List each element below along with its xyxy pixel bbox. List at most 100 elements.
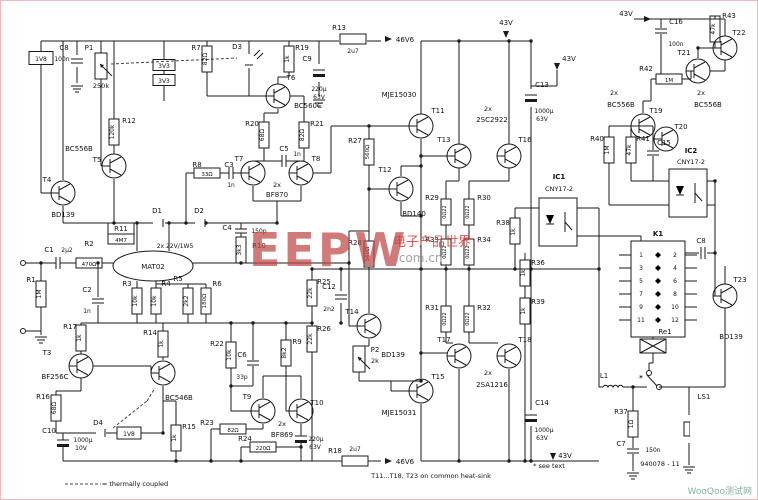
resistor (182, 287, 194, 315)
transistor (638, 128, 651, 136)
label: BD139 (719, 333, 743, 341)
junction-dot (367, 124, 371, 128)
label: C4 (222, 224, 232, 232)
junction-dot (135, 221, 139, 225)
resistor (131, 287, 143, 315)
junction-dot (251, 321, 255, 325)
label: R16 (36, 393, 50, 401)
supply-arrow (554, 63, 560, 70)
resistor (341, 455, 369, 467)
junction-dot (167, 221, 171, 225)
transistor (504, 146, 517, 154)
resistor (107, 233, 135, 245)
junction-dot (713, 179, 717, 183)
junction-dot (310, 267, 314, 271)
resistor (35, 280, 47, 308)
wire (146, 387, 156, 402)
label: 1M (604, 146, 611, 155)
transistor (693, 61, 706, 69)
junction-dot (457, 39, 461, 43)
transistor (416, 116, 429, 124)
junction-dot (529, 459, 533, 463)
label: 63V (309, 444, 322, 451)
label: R1 (26, 276, 35, 284)
label: 1k (76, 334, 83, 342)
resistor (709, 15, 721, 43)
label: C5 (279, 145, 288, 153)
label: BD140 (402, 210, 426, 218)
potentiometer (100, 64, 104, 68)
label: 1000μ (73, 437, 92, 444)
label: R39 (531, 298, 545, 306)
relay-contact (655, 304, 661, 310)
transistor (58, 183, 71, 191)
electrolytic-capacitor (525, 99, 537, 102)
label: 82Ω (299, 128, 306, 141)
junction-dot (204, 221, 208, 225)
junction-dot (419, 164, 423, 168)
label: 150p (251, 228, 266, 235)
label: R10 (252, 242, 266, 250)
speaker (683, 421, 691, 437)
label: 220μ (308, 436, 323, 443)
electrolytic-capacitor (313, 74, 325, 77)
resistor (170, 424, 182, 452)
relay-contact (655, 265, 661, 271)
label: R4 (161, 280, 171, 288)
transistor (504, 358, 517, 366)
resistor (603, 136, 615, 164)
resistor (258, 121, 270, 149)
junction-dot (239, 261, 243, 265)
terminal (20, 260, 26, 266)
optocoupler-led (546, 215, 554, 224)
resistor (50, 394, 62, 422)
terminal (656, 384, 662, 390)
label: 120k (109, 124, 116, 139)
junction-dot (597, 267, 601, 271)
transistor (454, 158, 467, 166)
junction-dot (229, 384, 233, 388)
label: 1n (293, 151, 301, 158)
resistor (339, 33, 367, 45)
label: 1n (83, 308, 91, 315)
label: T20 (673, 123, 687, 131)
label: R33 (425, 236, 439, 244)
relay-contact (655, 278, 661, 284)
label: 10k (132, 295, 139, 307)
transistor (396, 191, 409, 199)
transistor (158, 375, 171, 383)
transistor (638, 116, 651, 124)
junction-dot (96, 261, 100, 265)
label: R7 (191, 44, 200, 52)
label: C2 (82, 286, 91, 294)
label: R9 (292, 338, 301, 346)
label: LS1 (698, 393, 711, 401)
transistor (416, 393, 429, 401)
transistor (76, 356, 89, 364)
transistor (296, 175, 309, 183)
label: R8 (192, 161, 201, 169)
transistor (76, 368, 89, 376)
junction-dot (209, 459, 213, 463)
label: 1k (158, 340, 165, 348)
diode (96, 429, 105, 437)
label: 1k (520, 269, 527, 277)
resistor (363, 240, 375, 268)
electrolytic-capacitor (525, 419, 537, 422)
resistor (108, 118, 120, 146)
resistor (150, 287, 162, 315)
label: 2k (371, 357, 379, 365)
relay-pin-label: 8 (673, 291, 677, 298)
label: CNY17-2 (677, 158, 705, 166)
label: 560Ω (365, 247, 371, 262)
supply-arrow (385, 458, 392, 464)
label: R36 (531, 259, 545, 267)
label: C16 (669, 18, 683, 26)
label: T4 (42, 176, 52, 184)
transistor (248, 163, 261, 171)
relay-coil (639, 338, 667, 354)
label: 63V (313, 94, 326, 101)
label: T18 (517, 336, 531, 344)
label: R38 (496, 219, 510, 227)
label: 22k (307, 287, 314, 299)
